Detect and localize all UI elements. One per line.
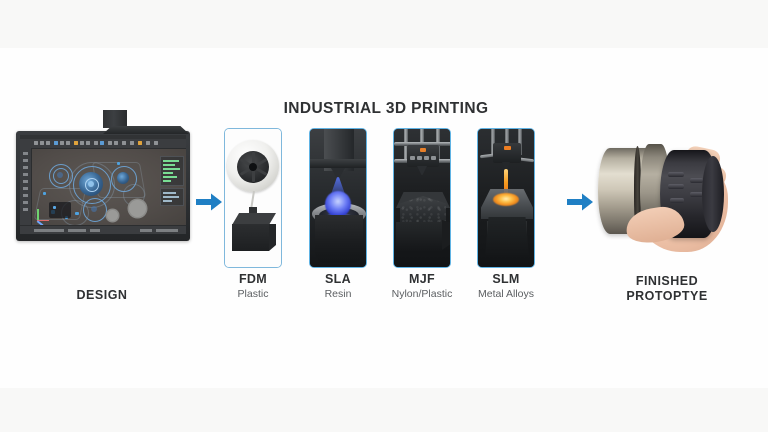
mjf-rail-upper: [394, 142, 450, 146]
cad-data-panel: [160, 156, 184, 186]
spool-hub: [237, 151, 269, 183]
curing-resin-glow: [325, 191, 351, 217]
monitor-neck: [103, 110, 127, 128]
slm-post-right: [518, 129, 522, 155]
slm-machine-base: [485, 217, 529, 257]
stage-label-design: DESIGN: [76, 288, 128, 302]
process-code-mjf: MJF: [409, 272, 435, 286]
hand-holding-prototype: [590, 130, 742, 260]
process-material-slm: Metal Alloys: [477, 288, 535, 300]
molten-metal-stream: [504, 169, 508, 194]
monitor-screen: [20, 135, 186, 234]
process-label-fdm: FDM Plastic: [210, 272, 296, 300]
status-led-icon: [503, 146, 511, 150]
sla-gantry-arm: [310, 159, 366, 168]
mjf-nozzle: [417, 166, 427, 175]
slm-illustration: [478, 129, 534, 267]
cad-statusbar: [20, 225, 186, 234]
slm-laser-head: [493, 143, 521, 163]
arrow-right-icon: [565, 190, 595, 214]
status-led-icon: [420, 148, 426, 152]
slm-nozzle: [502, 162, 510, 170]
process-card-fdm[interactable]: [224, 128, 282, 268]
process-code-slm: SLM: [492, 272, 520, 286]
printer-feed-nub: [249, 207, 257, 216]
cad-axis-gizmo: [37, 207, 51, 226]
page-title: INDUSTRIAL 3D PRINTING: [283, 100, 489, 117]
resin-vat-body: [315, 215, 363, 263]
finished-label-line1: FINISHED: [635, 274, 699, 288]
mjf-print-carriage: [407, 145, 439, 167]
process-code-sla: SLA: [325, 272, 351, 286]
cad-toolbar[interactable]: [20, 135, 186, 149]
stage-label-finished: FINISHED PROTOPTYE: [592, 274, 742, 304]
mjf-illustration: [394, 129, 450, 267]
cad-workstation-monitor: [16, 131, 190, 241]
process-code-fdm: FDM: [239, 272, 267, 286]
process-material-mjf: Nylon/Plastic: [391, 288, 453, 300]
process-card-sla[interactable]: [309, 128, 367, 268]
slm-post-left: [491, 129, 495, 155]
process-card-slm[interactable]: [477, 128, 535, 268]
powder-bed-bin: [396, 192, 450, 260]
slm-post-center: [505, 129, 509, 155]
process-label-sla: SLA Resin: [295, 272, 381, 300]
cad-sidebar[interactable]: [20, 148, 32, 226]
mjf-post-left: [404, 129, 408, 163]
printer-base-block: [232, 213, 276, 253]
sla-laser-emitter: [331, 168, 345, 179]
process-label-mjf: MJF Nylon/Plastic: [379, 272, 465, 300]
process-material-sla: Resin: [324, 288, 352, 300]
process-label-slm: SLM Metal Alloys: [463, 272, 549, 300]
process-material-fdm: Plastic: [237, 288, 269, 300]
finished-label-line2: PROTOPTYE: [626, 289, 708, 303]
fdm-illustration: [225, 129, 281, 267]
monitor-base: [103, 126, 189, 134]
melt-pool-glow: [493, 193, 519, 206]
arrow-right-icon: [194, 190, 224, 214]
process-card-mjf[interactable]: [393, 128, 451, 268]
cad-viewport: [31, 148, 186, 226]
prototype-end-face: [702, 156, 724, 232]
sla-illustration: [310, 129, 366, 267]
cad-data-panel-secondary: [160, 188, 184, 206]
prototype-groove: [634, 146, 641, 236]
